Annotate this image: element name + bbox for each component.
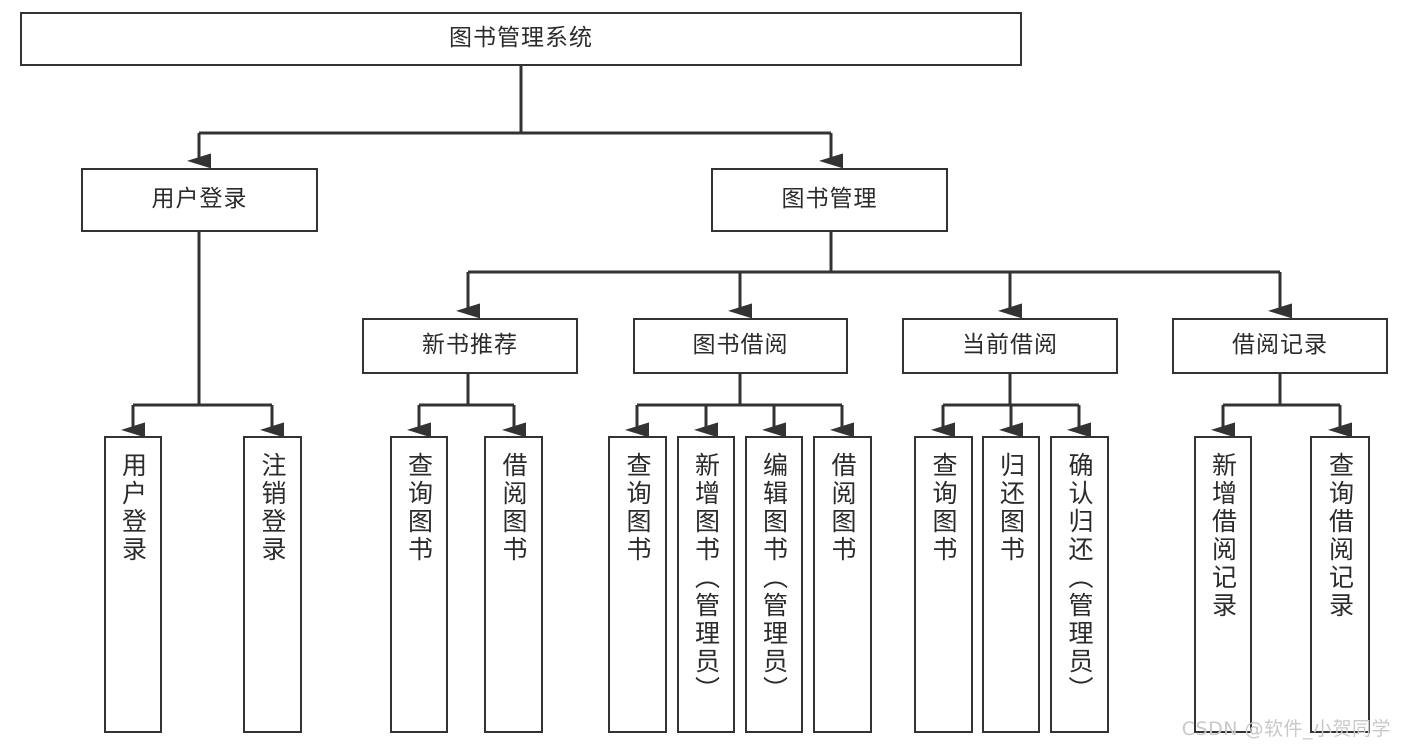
node-new-book-recommend-label: 新书推荐 [422,332,518,359]
node-leaf-edit-book[interactable]: 编辑图书（管理员） [745,436,803,733]
node-borrow-record[interactable]: 借阅记录 [1172,318,1388,374]
node-leaf-query-book-3-label: 查询图书 [929,452,958,564]
node-leaf-query-book-1-label: 查询图书 [404,452,434,564]
csdn-watermark: CSDN @软件_小贺同学 [1181,718,1391,740]
node-borrow-record-label: 借阅记录 [1232,332,1328,359]
node-leaf-borrow-book-2-label: 借阅图书 [828,452,857,564]
node-leaf-user-login[interactable]: 用户登录 [104,436,162,733]
connector-new-book-recommend-to-leaves [407,374,526,438]
connector-root-to-level1 [187,66,843,169]
node-leaf-query-book-1[interactable]: 查询图书 [390,436,448,733]
node-leaf-query-record[interactable]: 查询借阅记录 [1310,436,1370,733]
node-book-manage[interactable]: 图书管理 [711,168,948,232]
node-leaf-query-book-2-label: 查询图书 [623,452,652,564]
node-leaf-add-book[interactable]: 新增图书（管理员） [677,436,735,733]
node-user-login-label: 用户登录 [151,186,248,213]
connector-user-login-to-leaves [121,232,284,438]
node-root-system-label: 图书管理系统 [449,25,593,52]
node-leaf-user-login-label: 用户登录 [118,452,148,564]
node-leaf-confirm-return[interactable]: 确认归还（管理员） [1050,436,1109,733]
node-leaf-return-book[interactable]: 归还图书 [982,436,1040,733]
node-leaf-query-book-3[interactable]: 查询图书 [914,436,973,733]
node-new-book-recommend[interactable]: 新书推荐 [362,318,578,374]
node-leaf-borrow-book-1-label: 借阅图书 [499,452,528,564]
node-leaf-query-book-2[interactable]: 查询图书 [608,436,667,733]
node-leaf-return-book-label: 归还图书 [996,452,1026,564]
node-leaf-borrow-book-1[interactable]: 借阅图书 [484,436,543,733]
node-book-borrow[interactable]: 图书借阅 [633,318,848,374]
node-leaf-query-record-label: 查询借阅记录 [1325,452,1355,620]
node-leaf-add-book-label: 新增图书（管理员） [691,452,721,704]
connector-borrow-record-to-leaves [1211,374,1352,438]
node-book-borrow-label: 图书借阅 [692,332,789,359]
node-user-login[interactable]: 用户登录 [81,168,318,232]
node-leaf-add-record-label: 新增借阅记录 [1208,452,1238,620]
node-root-system[interactable]: 图书管理系统 [20,12,1022,66]
node-book-manage-label: 图书管理 [781,186,878,213]
connector-current-borrow-to-leaves [931,374,1091,438]
node-leaf-add-record[interactable]: 新增借阅记录 [1194,436,1252,733]
connector-book-borrow-to-leaves [625,374,854,438]
node-leaf-edit-book-label: 编辑图书（管理员） [759,452,789,704]
connector-book-manage-to-level2 [456,232,1292,319]
node-current-borrow[interactable]: 当前借阅 [902,318,1118,374]
node-leaf-confirm-return-label: 确认归还（管理员） [1065,452,1094,704]
node-leaf-logout[interactable]: 注销登录 [243,436,302,733]
node-current-borrow-label: 当前借阅 [962,332,1058,359]
node-leaf-borrow-book-2[interactable]: 借阅图书 [813,436,872,733]
node-leaf-logout-label: 注销登录 [258,452,287,564]
